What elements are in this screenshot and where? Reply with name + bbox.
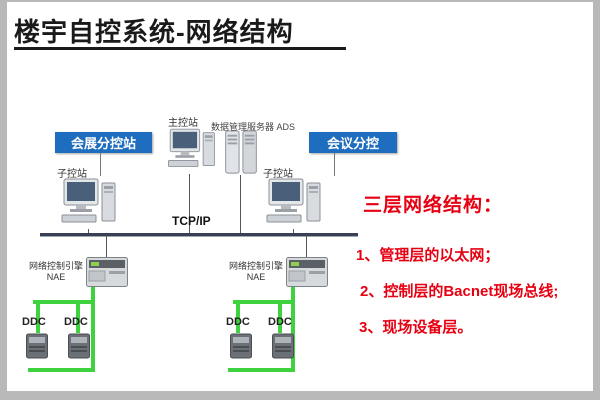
ddc-device-icon-4 <box>272 333 294 359</box>
green-drop-right-2 <box>278 300 282 333</box>
green-drop-left-2 <box>76 300 80 333</box>
sub-station-right-label: 子控站 <box>263 169 293 180</box>
sub-station-left-label: 子控站 <box>57 169 87 180</box>
ddc-label-1: DDC <box>22 316 46 328</box>
green-drop-left-1 <box>36 300 40 333</box>
ddc-label-3: DDC <box>226 316 250 328</box>
main-station-label: 主控站 <box>168 118 198 129</box>
green-trunk-left <box>91 287 95 372</box>
sub-station-right-workstation-icon <box>266 178 321 223</box>
callout-exhibition-substation: 会展分控站 <box>55 132 152 153</box>
nae-right-label: 网络控制引擎 NAE <box>228 261 284 283</box>
drop-line-substation-right <box>293 229 294 233</box>
sub-station-left-workstation-icon <box>61 178 116 223</box>
drop-line-main-station <box>189 174 190 233</box>
green-bottom-left <box>28 368 95 372</box>
bus-label: TCP/IP <box>172 214 211 228</box>
tcpip-bus-line <box>40 233 358 236</box>
frame-edge-left <box>0 0 7 400</box>
bus-to-nae-left-line <box>106 236 107 258</box>
nae-right-device-icon <box>286 257 328 287</box>
ddc-label-4: DDC <box>268 316 292 328</box>
drop-line-substation-left <box>88 229 89 233</box>
note-item-1: 1、管理层的以太网； <box>356 247 500 264</box>
nae-left-label-line1: 网络控制引擎 <box>28 261 83 271</box>
bus-to-nae-right-line <box>306 236 307 258</box>
nae-right-label-line1: 网络控制引擎 <box>228 261 283 271</box>
title-underline <box>14 47 346 50</box>
green-bottom-right <box>228 368 295 372</box>
note-item-3: 3、现场设备层。 <box>359 319 473 336</box>
frame-edge-bottom <box>0 391 600 400</box>
data-server-icon <box>225 130 257 174</box>
nae-left-label-line2: NAE <box>46 272 66 282</box>
main-station-workstation-icon <box>168 128 215 167</box>
leader-line-left <box>100 153 101 176</box>
green-branch-right <box>233 300 295 304</box>
green-drop-right-1 <box>236 300 240 333</box>
green-trunk-right <box>291 287 295 372</box>
ddc-label-2: DDC <box>64 316 88 328</box>
leader-line-right <box>334 153 335 176</box>
ddc-device-icon-3 <box>230 333 252 359</box>
nae-left-device-icon <box>86 257 128 287</box>
callout-meeting-substation: 会议分控 <box>309 132 397 153</box>
drop-line-server <box>240 175 241 233</box>
ddc-device-icon-2 <box>68 333 90 359</box>
note-item-2: 2、控制层的Bacnet现场总线; <box>360 283 559 300</box>
page-title: 楼宇自控系统-网络结构 <box>14 17 294 47</box>
notes-heading: 三层网络结构： <box>363 195 504 216</box>
green-branch-left <box>33 300 95 304</box>
data-server-label: 数据管理服务器 ADS <box>211 122 296 132</box>
frame-edge-right <box>593 0 600 400</box>
ddc-device-icon-1 <box>26 333 48 359</box>
nae-left-label: 网络控制引擎 NAE <box>28 261 84 283</box>
frame-edge-top <box>0 0 600 2</box>
nae-right-label-line2: NAE <box>246 272 266 282</box>
